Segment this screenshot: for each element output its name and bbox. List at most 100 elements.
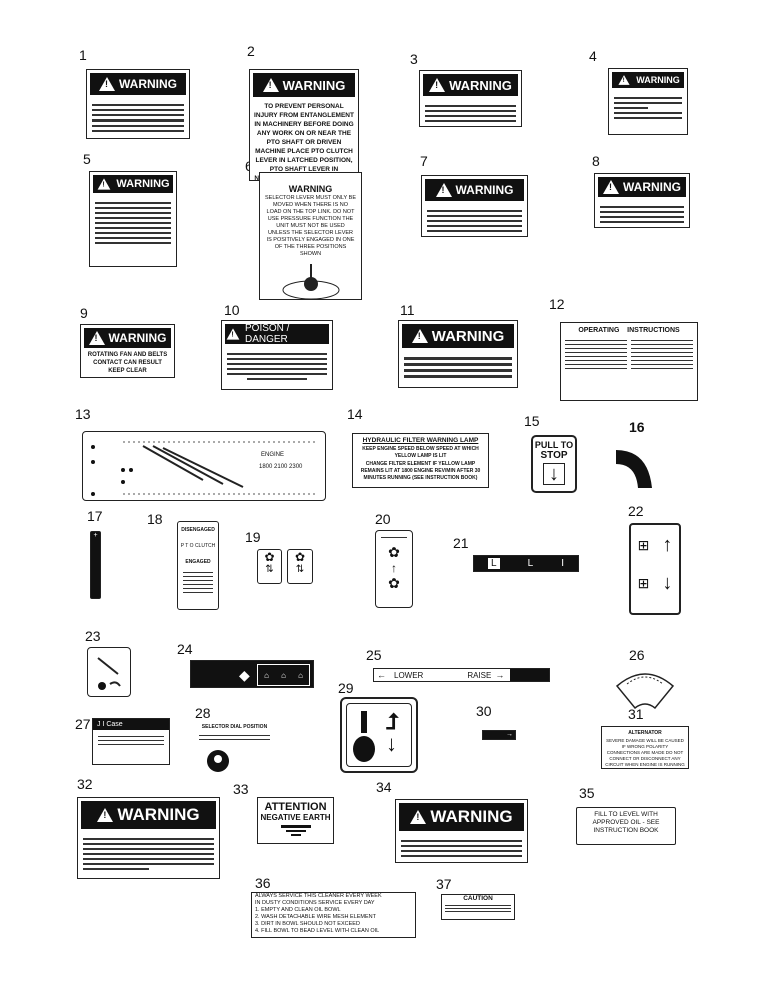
decal-17-vertical-strip: +: [90, 531, 101, 599]
decal-25-lower: LOWER: [394, 670, 424, 680]
knob-lever-icon: [353, 711, 375, 762]
decal-12-operating-instructions: OPERATING INSTRUCTIONS: [560, 322, 698, 401]
decal-36-air-cleaner: ALWAYS SERVICE THIS CLEANER EVERY WEEK I…: [251, 892, 416, 938]
decal-25-lower-raise: ← LOWER RAISE →: [373, 668, 550, 682]
decal-21-b: L: [527, 558, 534, 569]
decal-36-l6: 4. FILL BOWL TO BEAD LEVEL WITH CLEAN OI…: [255, 928, 380, 934]
callout-6: 6: [245, 158, 253, 174]
decal-23-lever-decal: [87, 647, 131, 697]
callout-14: 14: [347, 406, 363, 422]
decal-14-line1: KEEP ENGINE SPEED BELOW SPEED AT WHICH Y…: [362, 446, 479, 459]
callout-3: 3: [410, 51, 418, 67]
callout-33: 33: [233, 781, 249, 797]
decal-18-pto-clutch: DISENGAGED P T O CLUTCH ENGAGED: [177, 521, 219, 610]
up-arrow-icon: ↑: [662, 534, 673, 556]
decal-36-l4: 2. WASH DETACHABLE WIRE MESH ELEMENT: [255, 914, 377, 920]
decal-37-caution: CAUTION: [441, 894, 515, 920]
up-down-arrow-icon: ⇅: [295, 564, 305, 575]
decal-37-title: CAUTION: [463, 895, 493, 902]
earth-symbol-icon: [280, 825, 311, 836]
warning-triangle-icon: [411, 329, 428, 343]
decal-33-line2: NEGATIVE EARTH: [260, 813, 331, 822]
decal-10-poison-danger: POISON / DANGER: [221, 320, 333, 390]
callout-12: 12: [549, 296, 565, 312]
right-arrow-icon: →: [495, 670, 505, 680]
decal-28-title: SELECTOR DIAL POSITION: [201, 724, 268, 730]
callout-10: 10: [224, 302, 240, 318]
selector-lever-diagram: [282, 264, 339, 299]
callout-22: 22: [628, 503, 644, 519]
callout-25: 25: [366, 647, 382, 663]
warning-triangle-icon: [98, 178, 111, 190]
decal-27-brand: J I Case: [97, 721, 123, 728]
callout-1: 1: [79, 47, 87, 63]
rabbit-icon: ⌂: [281, 670, 286, 680]
decal-15-line2: STOP: [540, 450, 568, 461]
lever-icon: [97, 657, 121, 690]
callout-17: 17: [87, 508, 103, 524]
wheel-icon: ✿: [388, 575, 400, 591]
decal-8-warning: WARNING: [594, 173, 690, 228]
decal-21-a: L: [488, 558, 500, 569]
callout-31: 31: [628, 706, 644, 722]
warning-triangle-icon: [262, 78, 279, 92]
warning-triangle-icon: [97, 808, 114, 822]
decal-28-selector-dial: SELECTOR DIAL POSITION: [196, 723, 273, 773]
callout-9: 9: [80, 305, 88, 321]
decal-18-mid: P T O CLUTCH: [180, 543, 216, 549]
decal-14-line2: CHANGE FILTER ELEMENT IF YELLOW LAMP REM…: [360, 461, 481, 481]
decal-19-right: ✿ ⇅: [287, 549, 313, 584]
callout-37: 37: [436, 876, 452, 892]
tractor-icon: ⊞: [637, 574, 650, 591]
decal-7-warning: WARNING: [421, 175, 528, 237]
decal-27-case-plate: J I Case: [92, 718, 170, 765]
callout-19: 19: [245, 529, 261, 545]
warning-triangle-icon: [618, 75, 630, 85]
decal-36-l2: IN DUSTY CONDITIONS SERVICE EVERY DAY: [255, 900, 375, 906]
warning-triangle-icon: [88, 331, 105, 345]
callout-28: 28: [195, 705, 211, 721]
warning-triangle-icon: [435, 183, 452, 197]
decal-16-curved-strip: [616, 450, 652, 488]
callout-29: 29: [338, 680, 354, 696]
decal-13-rpm-label: 1800 2100 2300: [259, 464, 303, 470]
decal-15-line1: PULL TO: [534, 440, 574, 450]
diamond-icon: ◆: [239, 667, 250, 683]
callout-20: 20: [375, 511, 391, 527]
decal-25-raise: RAISE: [467, 670, 492, 680]
callout-35: 35: [579, 785, 595, 801]
decal-30-small-strip: →: [482, 730, 516, 740]
callout-24: 24: [177, 641, 193, 657]
decal-31-text: SEVERE DAMAGE WILL BE CAUSED IF WRONG PO…: [605, 738, 685, 767]
callout-13: 13: [75, 406, 91, 422]
decal-9-text: ROTATING FAN AND BELTS CONTACT CAN RESUL…: [87, 352, 168, 374]
warning-triangle-icon: [429, 78, 446, 92]
left-arrow-icon: ←: [377, 670, 386, 680]
decal-31-alternator: ALTERNATOR SEVERE DAMAGE WILL BE CAUSED …: [601, 726, 689, 769]
decal-11-warning: WARNING: [398, 320, 518, 388]
decal-32-warning: WARNING: [77, 797, 220, 879]
wheel-icon: ✿: [294, 550, 306, 564]
decal-29-lever-direction: ⮥↓: [340, 697, 418, 773]
decal-21-c: I: [561, 558, 564, 569]
decal-3-warning: WARNING: [419, 70, 522, 127]
decal-36-l3: 1. EMPTY AND CLEAN OIL BOWL: [255, 907, 341, 913]
turtle-icon: ⌂: [264, 670, 269, 680]
warning-triangle-icon: [410, 810, 427, 824]
decal-4-warning: WARNING: [608, 68, 688, 135]
up-down-arrow-icon: ⇅: [265, 564, 274, 575]
decal-12-title: OPERATING INSTRUCTIONS: [578, 327, 680, 334]
callout-15: 15: [524, 413, 540, 429]
callout-21: 21: [453, 535, 469, 551]
speed-chart-diagram: [91, 441, 318, 496]
callout-30: 30: [476, 703, 492, 719]
decal-18-top: DISENGAGED: [181, 527, 215, 533]
callout-26: 26: [629, 647, 645, 663]
up-down-arrow-icon: ⮥↓: [386, 709, 399, 756]
warning-triangle-icon: [603, 180, 619, 194]
up-arrow-icon: ↑: [391, 561, 397, 575]
warning-triangle-icon: [226, 328, 240, 340]
callout-5: 5: [83, 151, 91, 167]
decal-6-draft-control-warning: WARNING SELECTOR LEVER MUST ONLY BE MOVE…: [259, 172, 362, 300]
decal-6-text: SELECTOR LEVER MUST ONLY BE MOVED WHEN T…: [265, 195, 356, 257]
